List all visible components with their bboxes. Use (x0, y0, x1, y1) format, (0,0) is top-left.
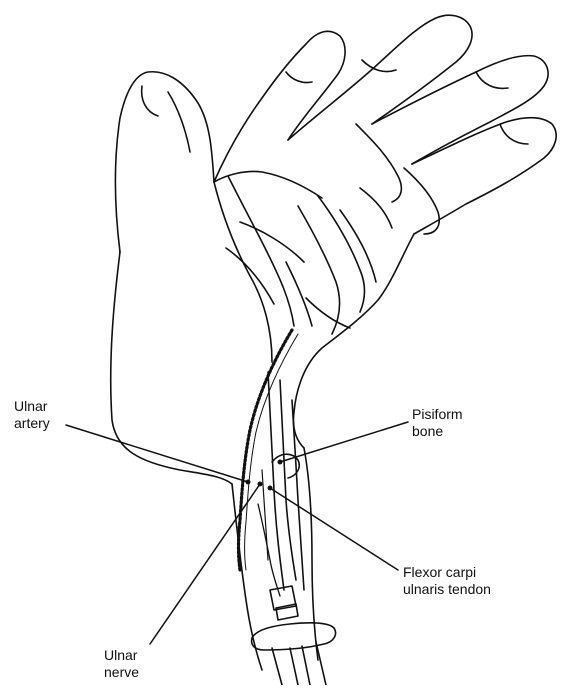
palm-left-edge (111, 252, 232, 484)
label-pisiform-bone-line2: bone (412, 423, 463, 440)
label-flexor-carpi-ulnaris-tendon: Flexor carpi ulnaris tendon (403, 564, 491, 598)
palm-tendon-3 (340, 210, 376, 282)
label-flexor-line2: ulnaris tendon (403, 581, 491, 598)
flexor-dot (268, 486, 273, 491)
ring-finger (372, 56, 548, 164)
thenar-crease-1 (214, 182, 272, 362)
palm-right-edge (293, 234, 414, 448)
palm-tendon-5 (286, 262, 312, 326)
palm-crease-3 (214, 171, 322, 198)
little-finger (412, 118, 556, 234)
pisiform-dot (278, 460, 283, 465)
ulnar-artery-leader (66, 425, 248, 482)
label-ulnar-artery-line1: Ulnar (14, 398, 50, 415)
syringe-barrel-inner (290, 646, 310, 685)
little-finger-crease (500, 124, 528, 144)
label-pisiform-bone: Pisiform bone (412, 406, 463, 440)
syringe-flange (252, 623, 336, 650)
label-pisiform-bone-line1: Pisiform (412, 406, 463, 423)
palm-tendon-1 (298, 206, 339, 334)
middle-finger-crease (362, 60, 396, 72)
label-flexor-line1: Flexor carpi (403, 564, 491, 581)
fingertip-curl-3 (360, 188, 392, 228)
palm-tendon-4 (306, 298, 350, 328)
label-ulnar-artery: Ulnar artery (14, 398, 50, 432)
label-ulnar-artery-line2: artery (14, 415, 50, 432)
label-ulnar-nerve-line2: nerve (104, 664, 139, 681)
forearm-right-edge (304, 448, 318, 660)
label-ulnar-nerve-line1: Ulnar (104, 647, 139, 664)
index-finger (214, 31, 345, 182)
fingertip-curl-2 (404, 168, 439, 234)
ulnar-artery-dot (246, 480, 251, 485)
middle-finger (288, 15, 472, 140)
ulnar-nerve-dot (258, 482, 263, 487)
syringe (252, 586, 336, 685)
ulnar-nerve-leader (150, 484, 260, 644)
thumb-crease (168, 92, 190, 152)
thumb-outline (115, 72, 214, 252)
palm-tendon-2 (318, 196, 365, 312)
ring-finger-crease (476, 72, 508, 88)
label-ulnar-nerve: Ulnar nerve (104, 647, 139, 681)
palm-crease-4 (240, 222, 304, 262)
thumbnail-outline (142, 86, 158, 116)
index-finger-knuckle (286, 72, 312, 83)
